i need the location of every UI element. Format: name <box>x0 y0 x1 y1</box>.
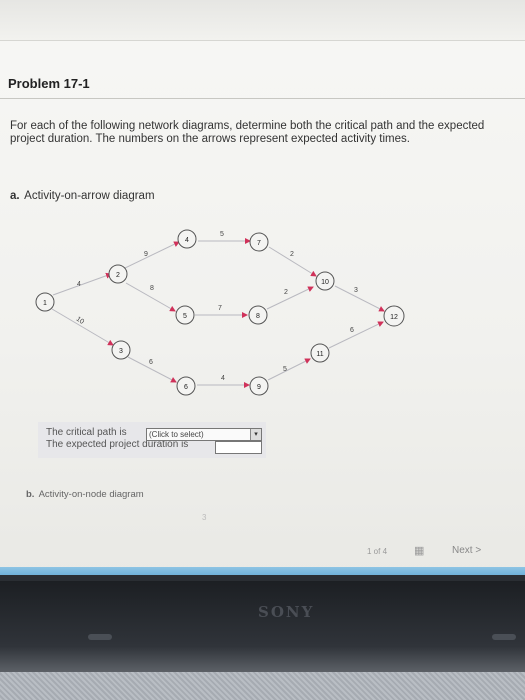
arrow-11-12 <box>328 321 384 349</box>
svg-text:2: 2 <box>116 272 120 279</box>
node-4: 4 <box>177 229 197 249</box>
arrow-label-3-6: 6 <box>149 359 153 366</box>
grid-icon[interactable]: ▦ <box>414 545 424 557</box>
svg-text:3: 3 <box>119 348 123 355</box>
arrow-7-10 <box>268 246 317 277</box>
part-b-bullet: b. <box>26 489 35 500</box>
network-diagram: 4 10 9 8 6 5 7 4 2 2 5 3 6 1 2 3 4 5 6 7… <box>35 229 405 396</box>
svg-text:6: 6 <box>184 384 188 391</box>
browser-top-band <box>0 0 525 41</box>
chevron-down-icon[interactable]: ▾ <box>250 429 261 440</box>
node-2: 2 <box>108 264 128 284</box>
next-label: Next <box>452 545 473 556</box>
part-a-bullet: a. <box>10 190 20 202</box>
arrow-label-6-9: 4 <box>221 375 225 382</box>
arrow-1-3 <box>51 308 114 346</box>
problem-prompt: For each of the following network diagra… <box>10 120 485 145</box>
part-b-partial-number: 3 <box>202 513 207 522</box>
arrow-2-5 <box>125 282 176 312</box>
svg-text:1: 1 <box>43 300 47 307</box>
arrow-label-7-10: 2 <box>290 251 294 258</box>
node-6: 6 <box>176 376 196 396</box>
page-indicator: 1 of 4 <box>367 547 388 556</box>
page-title: Problem 17-1 <box>8 76 90 91</box>
part-a-heading: a. Activity-on-arrow diagram <box>10 190 155 202</box>
node-12: 12 <box>383 305 405 327</box>
critical-path-select[interactable]: (Click to select) ▾ <box>146 428 262 441</box>
arrow-label-5-8: 7 <box>218 305 222 312</box>
arrow-3-6 <box>127 356 177 383</box>
brand-logo: SONY <box>258 603 315 621</box>
keyboard-edge <box>0 672 525 700</box>
chevron-right-icon: > <box>475 545 482 556</box>
bezel-notch-left <box>88 634 112 640</box>
svg-text:5: 5 <box>183 313 187 320</box>
arrow-1-2 <box>52 272 112 296</box>
svg-text:11: 11 <box>316 351 323 358</box>
arrow-label-2-4: 9 <box>144 251 148 258</box>
arrow-10-12 <box>334 285 385 312</box>
svg-text:4: 4 <box>185 237 189 244</box>
svg-text:8: 8 <box>256 313 260 320</box>
arrow-label-1-2: 4 <box>77 281 81 288</box>
next-button[interactable]: Next > <box>452 545 481 556</box>
node-10: 10 <box>315 271 335 291</box>
node-9: 9 <box>249 376 269 396</box>
bezel-notch-right <box>492 634 516 640</box>
node-8: 8 <box>248 305 268 325</box>
part-b-heading: b. Activity-on-node diagram <box>26 489 144 500</box>
taskbar <box>0 567 525 575</box>
part-a-label: Activity-on-arrow diagram <box>24 190 155 202</box>
arrow-label-2-5: 8 <box>150 285 154 292</box>
arrow-label-10-12: 3 <box>354 287 358 294</box>
svg-text:7: 7 <box>257 240 261 247</box>
arrow-label-1-3: 10 <box>75 316 85 326</box>
duration-input[interactable] <box>215 441 262 454</box>
svg-text:10: 10 <box>321 279 329 286</box>
arrow-label-11-12: 6 <box>350 327 354 334</box>
svg-text:9: 9 <box>257 384 261 391</box>
title-divider <box>0 98 525 99</box>
svg-text:12: 12 <box>390 314 398 321</box>
node-7: 7 <box>249 232 269 252</box>
arrow-8-10 <box>266 286 314 310</box>
part-b-label: Activity-on-node diagram <box>38 489 144 500</box>
node-11: 11 <box>310 343 330 363</box>
critical-path-select-value: (Click to select) <box>149 430 204 439</box>
arrow-9-11 <box>267 358 311 381</box>
arrow-label-9-11: 5 <box>283 366 287 373</box>
critical-path-label: The critical path is <box>46 427 127 438</box>
duration-label: The expected project duration is <box>46 439 189 450</box>
screen: Problem 17-1 For each of the following n… <box>0 0 525 575</box>
node-3: 3 <box>111 340 131 360</box>
arrow-label-8-10: 2 <box>284 289 288 296</box>
arrow-label-4-7: 5 <box>220 231 224 238</box>
node-5: 5 <box>175 305 195 325</box>
arrow-2-4 <box>124 241 180 269</box>
node-1: 1 <box>35 292 55 312</box>
